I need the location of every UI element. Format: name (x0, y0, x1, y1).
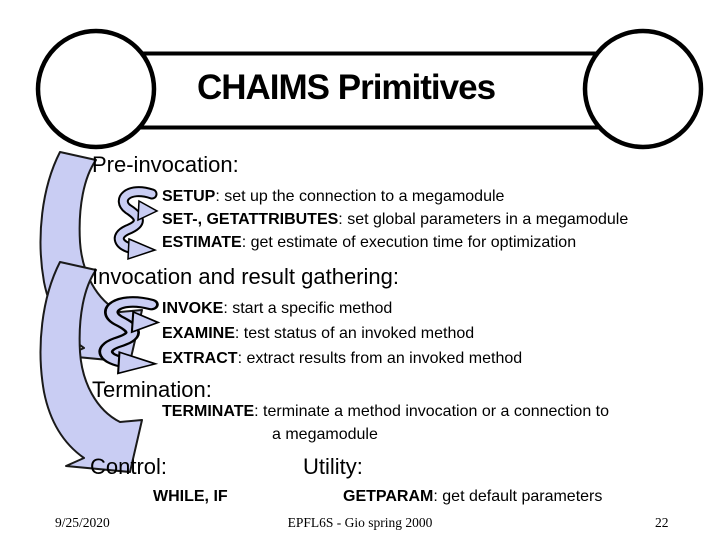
bullet-desc: : test status of an invoked method (234, 325, 475, 342)
section-heading-invocation: Invocation and result gathering: (92, 264, 399, 289)
bullet-keyword: INVOKE (162, 300, 224, 317)
bullet-keyword: EXAMINE (162, 325, 235, 342)
bullet-keyword: ESTIMATE (162, 234, 242, 251)
bullet-item: EXTRACT: extract results from an invoked… (162, 349, 522, 369)
bullet-item: TERMINATE: terminate a method invocation… (162, 402, 609, 422)
section-heading-termination: Termination: (92, 377, 212, 402)
bullet-keyword: SET-, GETATTRIBUTES (162, 211, 339, 228)
coil-arrow-icon (119, 192, 157, 259)
bullet-keyword: GETPARAM (343, 488, 434, 505)
bullet-desc: : get default parameters (433, 488, 603, 505)
curved-flow-arrow-icon (39, 261, 143, 473)
bullet-keyword: SETUP (162, 188, 216, 205)
bullet-item: EXAMINE: test status of an invoked metho… (162, 324, 474, 344)
footer-date: 9/25/2020 (55, 515, 110, 530)
bullet-desc: : start a specific method (223, 300, 393, 317)
footer-course-label: EPFL6S - Gio spring 2000 (287, 515, 433, 530)
section-heading-utility: Utility: (303, 454, 363, 479)
section-heading-control: Control: (90, 454, 168, 479)
bullet-keyword: WHILE, IF (153, 488, 228, 505)
bullet-desc: : extract results from an invoked method (237, 350, 523, 367)
bullet-desc: : set up the connection to a megamodule (215, 188, 505, 205)
bullet-desc: : set global parameters in a megamodule (338, 211, 629, 228)
bullet-keyword: EXTRACT (162, 350, 238, 367)
bullet-item: SET-, GETATTRIBUTES: set global paramete… (162, 210, 628, 230)
bullet-item: WHILE, IF (153, 487, 228, 507)
bullet-item: SETUP: set up the connection to a megamo… (162, 187, 504, 207)
bullet-desc: : terminate a method invocation or a con… (254, 403, 610, 420)
slide-title: CHAIMS Primitives (196, 68, 496, 107)
bullet-desc: : get estimate of execution time for opt… (241, 234, 577, 251)
bullet-item: GETPARAM: get default parameters (343, 487, 602, 507)
bullet-keyword: TERMINATE (162, 403, 255, 420)
bullet-item: ESTIMATE: get estimate of execution time… (162, 233, 576, 253)
bullet-continuation: a megamodule (272, 426, 378, 443)
footer-page-number: 22 (655, 515, 669, 530)
bone-title-shape (35, 28, 704, 150)
section-heading-pre-invocation: Pre-invocation: (92, 152, 239, 177)
bullet-item: INVOKE: start a specific method (162, 299, 392, 319)
